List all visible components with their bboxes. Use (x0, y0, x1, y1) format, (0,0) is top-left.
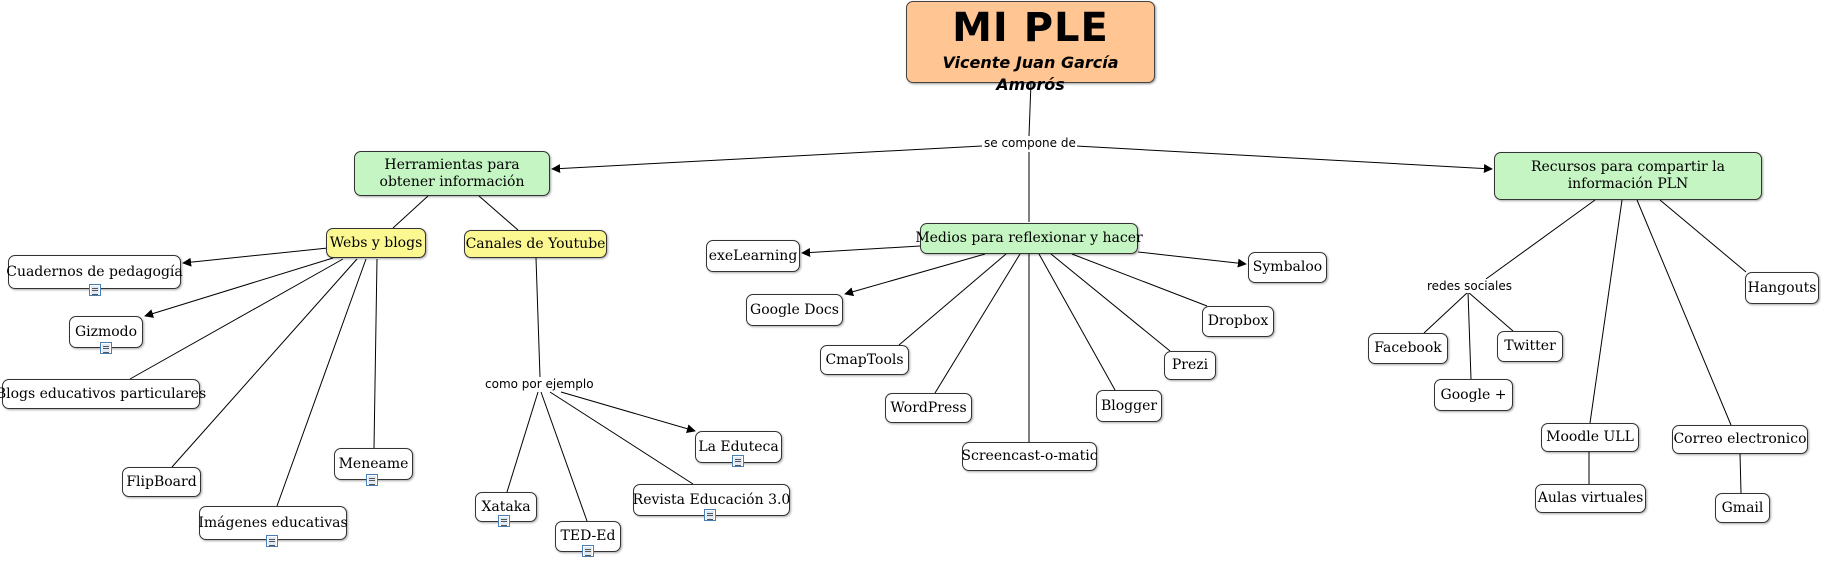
edge-recursos-to-correo (1636, 199, 1732, 426)
edge-correo-to-gmail (1739, 452, 1742, 494)
edge-webs-to-cuadernos (182, 247, 329, 267)
concept-dropbox[interactable]: Dropbox (1202, 306, 1274, 337)
edge-medios-to-google-docs (844, 253, 986, 297)
concept-wordpress[interactable]: WordPress (885, 393, 972, 423)
concept-medios-para-reflexionar[interactable]: Medios para reflexionar y hacer (915, 223, 1143, 254)
concept-ted-ed[interactable]: TED-Ed (555, 521, 621, 552)
edge-ejemplo-to-revista (549, 391, 694, 485)
concept-correo-electronico[interactable]: Correo electronico (1672, 425, 1808, 454)
root-author: Vicente Juan García Amorós (942, 53, 1119, 94)
edge-medios-to-blogger (1038, 253, 1116, 391)
edge-redes-to-google-plus (1467, 291, 1472, 380)
concept-symbaloo[interactable]: Symbaloo (1248, 252, 1327, 283)
document-icon[interactable] (366, 474, 378, 486)
edge-webs-to-gizmodo (144, 257, 334, 318)
concept-moodle-ull[interactable]: Moodle ULL (1541, 423, 1639, 452)
concept-imagenes-educativas[interactable]: Imágenes educativas (198, 506, 348, 540)
concept-la-eduteca[interactable]: La Eduteca (695, 431, 782, 463)
concept-blogger[interactable]: Blogger (1096, 390, 1162, 422)
edge-medios-to-prezi (1050, 253, 1171, 352)
edge-webs-to-imagenes (276, 258, 367, 507)
edge-medios-to-exelearning (801, 245, 921, 258)
edge-recursos-to-moodle (1589, 199, 1623, 424)
concept-gmail[interactable]: Gmail (1715, 493, 1770, 523)
concept-prezi[interactable]: Prezi (1164, 351, 1216, 380)
edge-webs-to-flipboard (171, 258, 358, 468)
concept-hangouts[interactable]: Hangouts (1745, 272, 1819, 304)
edge-webs-to-blogs-educativos (129, 258, 344, 380)
edge-se-compone-de-to-herramientas (551, 145, 983, 174)
document-icon[interactable] (582, 545, 594, 557)
edge-herramientas-to-canales (478, 195, 519, 231)
concept-herramientas[interactable]: Herramientas para obtener información (354, 151, 550, 196)
edge-medios-to-wordpress (934, 253, 1021, 394)
root-node[interactable]: MI PLE Vicente Juan García Amorós (906, 1, 1155, 94)
concept-recursos-para-compartir[interactable]: Recursos para compartir la información P… (1494, 152, 1762, 200)
edge-recursos-to-redes (1485, 199, 1596, 280)
concept-canales-de-youtube[interactable]: Canales de Youtube (464, 230, 607, 258)
concept-google-docs[interactable]: Google Docs (746, 294, 843, 326)
concept-screencast-o-matic[interactable]: Screencast-o-matic (961, 442, 1098, 471)
edge-root-to-se-compone-de (1028, 81, 1032, 137)
document-icon[interactable] (498, 515, 510, 527)
edge-webs-to-meneame (373, 258, 378, 449)
link-se-compone-de: se compone de (983, 136, 1077, 150)
link-redes-sociales: redes sociales (1426, 279, 1513, 293)
concept-facebook[interactable]: Facebook (1368, 333, 1448, 364)
link-como-por-ejemplo: como por ejemplo (484, 377, 595, 391)
concept-webs-y-blogs[interactable]: Webs y blogs (326, 228, 426, 258)
edge-medios-to-cmaptools (898, 253, 1007, 346)
concept-cmaptools[interactable]: CmapTools (820, 345, 909, 375)
edge-redes-to-facebook (1423, 291, 1469, 334)
edge-medios-to-dropbox (1071, 253, 1208, 307)
concept-flipboard[interactable]: FlipBoard (122, 467, 201, 497)
concept-twitter[interactable]: Twitter (1497, 331, 1563, 362)
concept-aulas-virtuales[interactable]: Aulas virtuales (1535, 484, 1646, 513)
document-icon[interactable] (704, 509, 716, 521)
document-icon[interactable] (732, 455, 744, 467)
document-icon[interactable] (266, 535, 278, 547)
concept-blogs-educativos-particulares[interactable]: Blogs educativos particulares (0, 379, 206, 409)
edge-ejemplo-to-xataka (506, 391, 539, 493)
edge-se-compone-de-to-recursos (1075, 145, 1493, 174)
edge-redes-to-twitter (1467, 291, 1514, 332)
edge-ejemplo-to-ted-ed (540, 391, 588, 522)
edge-medios-to-symbaloo (1137, 251, 1247, 268)
concept-exelearning[interactable]: exeLearning (706, 240, 800, 272)
edge-canales-to-como-por-ejemplo (535, 257, 541, 378)
concept-xataka[interactable]: Xataka (475, 492, 537, 522)
edge-ejemplo-to-la-eduteca (560, 391, 696, 434)
edge-herramientas-to-webs (392, 195, 429, 229)
concept-google-plus[interactable]: Google + (1434, 379, 1513, 411)
document-icon[interactable] (89, 284, 101, 296)
edge-recursos-to-hangouts (1659, 199, 1747, 273)
root-title: MI PLE (952, 5, 1109, 51)
document-icon[interactable] (100, 342, 112, 354)
